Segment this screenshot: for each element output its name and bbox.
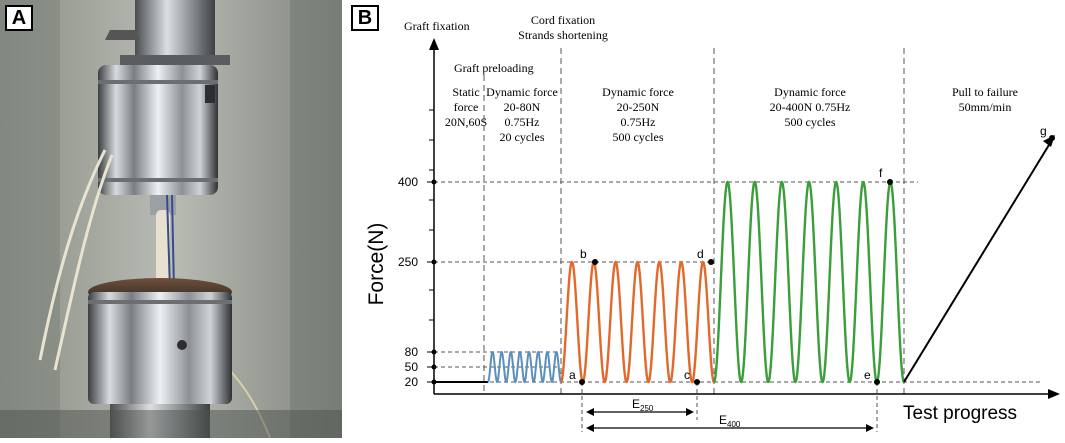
point-c-label: c: [684, 368, 690, 382]
x-axis-label: Test progress: [903, 403, 1017, 424]
graft-fixation-label: Graft fixation: [404, 19, 470, 33]
test-machine-illustration: [0, 0, 342, 438]
pull-to-failure-line: [903, 139, 1053, 383]
panel-b-label: B: [351, 5, 379, 31]
point-e-label: e: [864, 368, 871, 382]
strands-shortening-label: Strands shortening: [518, 28, 608, 42]
y-tick-label-80: 80: [405, 345, 419, 359]
y-axis-arrow: [429, 38, 439, 50]
point-d: [708, 259, 714, 265]
point-d-label: d: [697, 247, 704, 261]
point-g: [1049, 135, 1055, 141]
oscillation-20-80N: [487, 351, 562, 384]
x-axis-arrow: [1048, 389, 1060, 399]
y-tick-dot-50: [431, 364, 437, 370]
point-a-label: a: [569, 368, 576, 382]
y-tick-dot-80: [431, 349, 437, 355]
point-e: [874, 379, 880, 385]
point-b: [592, 259, 598, 265]
y-tick-label-250: 250: [398, 255, 418, 269]
panel-a-label: A: [5, 5, 33, 31]
y-axis-label: Force(N): [365, 223, 388, 306]
e250-label: E250: [632, 397, 654, 413]
e400-label: E400: [719, 413, 741, 429]
y-tick-label-50: 50: [405, 360, 419, 374]
point-g-label: g: [1040, 124, 1047, 138]
oscillation-20-400N: [713, 180, 905, 384]
y-tick-dot-400: [431, 179, 437, 185]
test-setup-photo: [0, 0, 342, 438]
point-c: [694, 379, 700, 385]
y-tick-label-400: 400: [398, 175, 418, 189]
cord-fixation-label: Cord fixation: [531, 13, 595, 27]
point-f-label: f: [879, 166, 883, 180]
y-tick-dot-250: [431, 259, 437, 265]
graft-preloading-label: Graft preloading: [454, 61, 534, 75]
oscillation-20-250N: [560, 260, 715, 384]
y-tick-label-20: 20: [405, 375, 419, 389]
point-b-label: b: [580, 247, 587, 261]
point-a: [579, 379, 585, 385]
point-f: [887, 179, 893, 185]
